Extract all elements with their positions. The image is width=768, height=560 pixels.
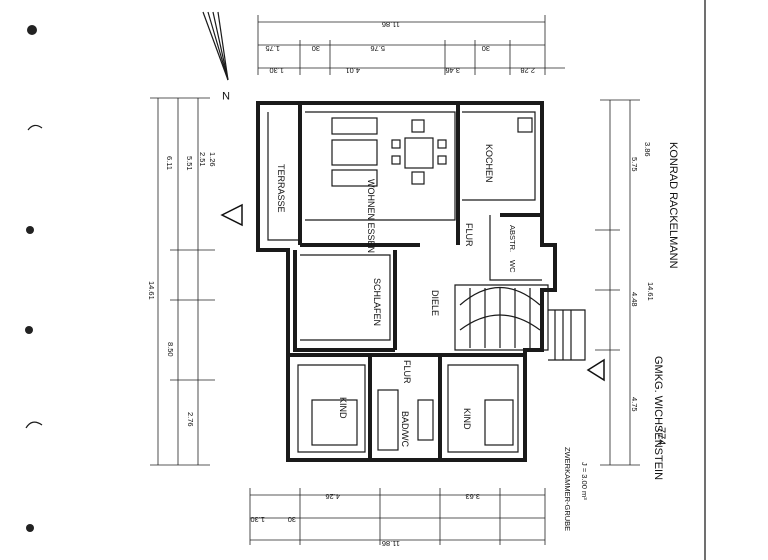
building-walls (256, 101, 586, 462)
binder-holes (25, 25, 43, 532)
dim-total-width-bottom: 11.86 (382, 539, 400, 548)
room-wohnen-essen: WOHNEN ESSEN (366, 179, 376, 253)
dim-top-7: 3.46 (445, 66, 460, 75)
room-kind-left: KIND (338, 397, 348, 419)
bottom-dimensions: 4.26 3.63 1.30 30 11.86 (249, 488, 546, 548)
dim-total-depth-left: 14.61 (147, 281, 156, 300)
dim-left-1: 6.11 (165, 156, 174, 170)
right-dimensions: 3.86 5.75 4.48 4.75 14.61 (586, 99, 655, 466)
room-diele: DIELE (430, 290, 440, 316)
dim-total-depth-right: 14.61 (646, 282, 655, 301)
top-dimensions: 11.86 1.75 5.76 30 30 1.30 4.01 3.46 2.2… (257, 15, 565, 75)
left-dimensions: 14.61 6.11 5.51 2.51 1.26 8.50 2.76 (147, 97, 243, 466)
dim-top-2: 5.76 (370, 44, 385, 53)
room-terrasse: TERRASSE (276, 164, 286, 213)
room-flur-lower: FLUR (402, 360, 412, 384)
dim-top-6: 4.01 (345, 66, 360, 75)
room-kind-right: KIND (462, 408, 472, 430)
dim-bottom-3: 1.30 (250, 515, 265, 524)
north-arrow-icon: N (202, 11, 230, 101)
room-schlafen: SCHLAFEN (372, 278, 382, 326)
dim-top-1: 1.75 (265, 44, 280, 53)
dim-left-4: 1.26 (208, 152, 217, 167)
dim-left-5: 8.50 (166, 342, 175, 357)
dim-left-2: 5.51 (185, 156, 194, 171)
room-bad-wc: BAD/WC (400, 411, 410, 448)
room-abstr: ABSTR. (508, 225, 517, 252)
room-kochen: KOCHEN (484, 144, 494, 183)
sump-label: ZWERKAMMER-GRUBE (563, 447, 572, 531)
dim-top-8: 2.28 (520, 66, 535, 75)
sump-volume: J = 3.00 m³ (580, 462, 589, 500)
dim-right-3: 4.48 (630, 292, 639, 307)
dim-bottom-4: 30 (288, 515, 296, 524)
dim-bottom-1: 4.26 (325, 492, 340, 501)
location: GMKG. WICHSENSTEIN (652, 356, 664, 480)
living-furniture (331, 117, 533, 187)
dim-top-3: 30 (312, 44, 320, 53)
dim-total-width-top: 11.86 (382, 20, 400, 29)
dim-right-4: 4.75 (630, 397, 639, 412)
room-flur-upper: FLUR (464, 223, 474, 247)
room-wc: WC (508, 260, 517, 273)
dim-bottom-2: 3.63 (465, 492, 480, 501)
dim-top-5: 1.30 (269, 66, 284, 75)
dim-right-1: 3.86 (643, 142, 652, 157)
north-label: N (222, 89, 230, 101)
owner-name: KONRAD RACKELMANN (667, 142, 679, 269)
dim-top-4: 30 (482, 44, 490, 53)
dim-left-3: 2.51 (198, 152, 207, 167)
dim-right-2: 5.75 (630, 157, 639, 172)
dim-left-6: 2.76 (186, 412, 195, 427)
parcel-number: 774 (655, 427, 667, 445)
